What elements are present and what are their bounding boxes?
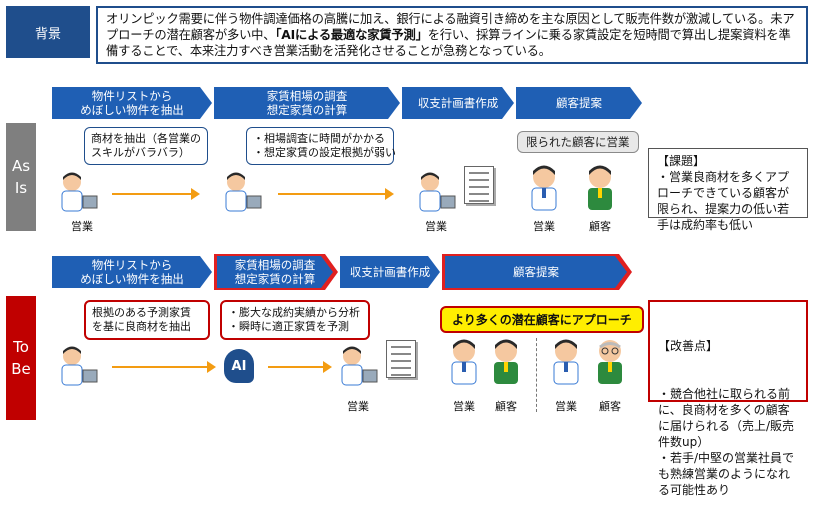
asis-step-plan: 収支計画書作成	[402, 87, 514, 119]
tobe-divider	[536, 338, 537, 412]
asis-arrow-2	[278, 188, 394, 200]
asis-caption-sales-2: 営業	[425, 220, 447, 233]
tobe-step-extract: 物件リストから めぼしい物件を抽出	[52, 256, 212, 288]
tobe-label: To Be	[6, 296, 36, 420]
background-text-part2: を行い、採算ラインに乗る家賃設定を短時間で算出し提案資料を準備することで、本来注…	[106, 28, 791, 58]
asis-issue-title: 【課題】	[657, 154, 706, 168]
tobe-document-icon	[386, 340, 416, 378]
asis-step-proposal: 顧客提案	[516, 87, 642, 119]
asis-sales-smiling-icon	[531, 165, 557, 211]
asis-label: As Is	[6, 123, 36, 231]
tobe-sales-person-icon	[61, 346, 98, 386]
tobe-bubble-ai: ・膨大な成約実績から分析 ・瞬時に適正家賃を予測	[220, 300, 370, 340]
asis-step-rent-research: 家賃相場の調査 想定家賃の計算	[214, 87, 400, 119]
tobe-step-proposal-highlight: 顧客提案	[442, 254, 632, 290]
tobe-improvement-note: 【改善点】 ・競合他社に取られる前に、良商材を多くの顧客に届けられる（売上/販売…	[648, 300, 808, 497]
background-text: オリンピック需要に伴う物件調達価格の高騰に加え、銀行による融資引き締めを主な原因…	[96, 6, 808, 64]
tobe-customer-icon	[494, 339, 518, 384]
tobe-caption-sales-1: 営業	[347, 400, 369, 413]
asis-issue-body: ・営業良商材を多くアプローチできている顧客が限られ、提案力の低い若手は成約率も低…	[657, 170, 790, 232]
asis-step-extract: 物件リストから めぼしい物件を抽出	[52, 87, 212, 119]
asis-limited-label: 限られた顧客に営業	[517, 131, 639, 153]
tobe-highlight-label: より多くの潜在顧客にアプローチ	[440, 306, 644, 333]
tobe-arrow-2	[268, 361, 332, 373]
asis-caption-customer: 顧客	[589, 220, 611, 233]
background-label: 背景	[6, 6, 90, 58]
tobe-bubble-extract: 根拠のある予測家賃 を基に良商材を抽出	[84, 300, 210, 340]
tobe-caption-sales-2: 営業	[453, 400, 475, 413]
tobe-arrow-1	[112, 361, 216, 373]
tobe-sales-smiling-2-icon	[553, 339, 579, 385]
asis-bubble-research: ・相場調査に時間がかかる ・想定家賃の設定根拠が弱い	[246, 127, 396, 165]
tobe-label-line2: Be	[11, 360, 31, 378]
asis-label-line1: As	[11, 157, 31, 175]
asis-arrow-1	[112, 188, 200, 200]
tobe-customer-2-icon	[598, 340, 622, 384]
tobe-step-proposal: 顧客提案	[445, 256, 627, 288]
asis-sales-person-icon	[61, 172, 98, 212]
asis-label-line2: Is	[14, 179, 28, 197]
tobe-label-line1: To	[13, 338, 29, 356]
tobe-improvement-title: 【改善点】	[658, 339, 719, 353]
background-text-part1: オリンピック需要に伴う物件調達価格の高騰に加え、銀行による融資引き締めを主な原因…	[106, 12, 795, 42]
asis-bubble-extract: 商材を抽出（各営業の スキルがバラバラ）	[84, 127, 208, 165]
tobe-step-plan: 収支計画書作成	[340, 256, 440, 288]
tobe-step-rent-research-highlight: 家賃相場の調査 想定家賃の計算	[214, 254, 338, 290]
tobe-caption-sales-3: 営業	[555, 400, 577, 413]
asis-issue-note: 【課題】 ・営業良商材を多くアプローチできている顧客が限られ、提案力の低い若手は…	[648, 148, 808, 232]
tobe-sales-smiling-icon	[451, 339, 477, 385]
tobe-caption-customer-2: 顧客	[599, 400, 621, 413]
asis-caption-sales-3: 営業	[533, 220, 555, 233]
asis-customer-icon	[588, 165, 612, 210]
ai-head-icon: AI	[224, 349, 254, 383]
tobe-improvement-body: ・競合他社に取られる前に、良商材を多くの顧客に届けられる（売上/販売件数up） …	[658, 387, 795, 497]
asis-sales-person-3-icon	[419, 172, 456, 212]
asis-sales-person-2-icon	[225, 172, 262, 212]
background-text-bold: 「AIによる最適な家賃予測」	[275, 28, 428, 42]
tobe-caption-customer-1: 顧客	[495, 400, 517, 413]
asis-caption-sales-1: 営業	[71, 220, 93, 233]
asis-document-icon	[464, 166, 494, 204]
tobe-step-rent-research: 家賃相場の調査 想定家賃の計算	[217, 256, 333, 288]
tobe-sales-person-2-icon	[341, 346, 378, 386]
